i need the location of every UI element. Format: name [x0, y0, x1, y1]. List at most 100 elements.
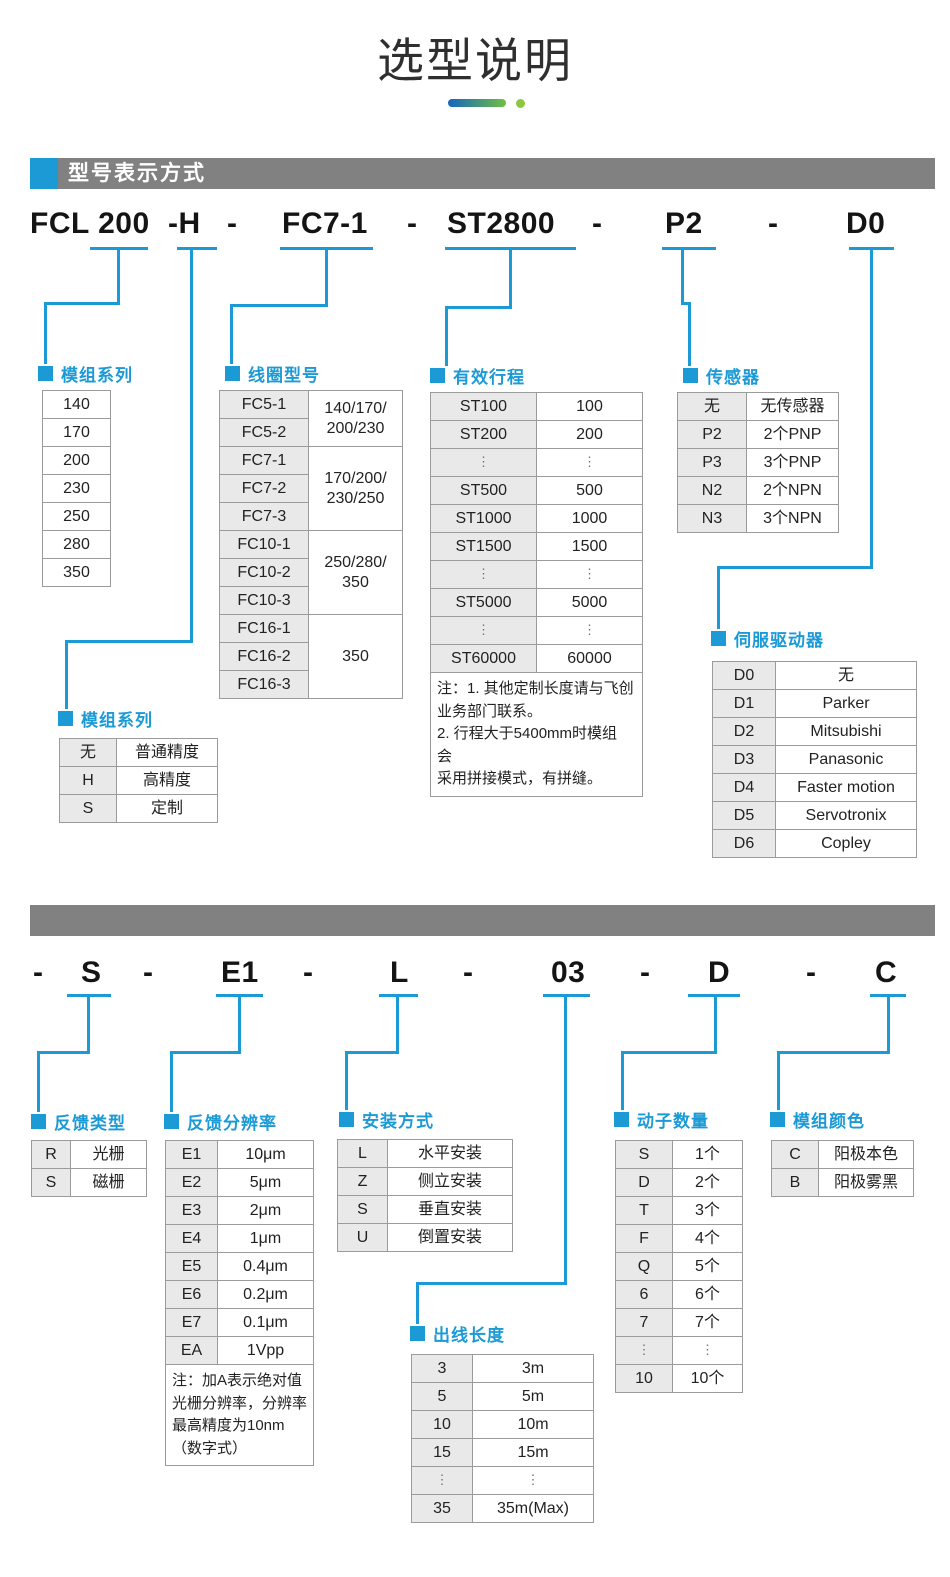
connector-line [714, 997, 717, 1054]
table-cell: B [771, 1168, 819, 1197]
table-cell: C [771, 1140, 819, 1169]
table-cell: ⋮ [536, 448, 643, 477]
table-cell: 0.2μm [217, 1280, 314, 1309]
table-cell: S [59, 794, 117, 823]
connector-line [190, 250, 193, 643]
connector-line [445, 306, 512, 309]
section-divider-bar [30, 905, 935, 936]
table-row: ⋮⋮ [430, 616, 643, 645]
table-cell: 2μm [217, 1196, 314, 1225]
connector-line [37, 1051, 90, 1054]
connector-line [65, 640, 193, 643]
table-cell: ⋮ [430, 560, 537, 589]
connector-line [681, 250, 684, 305]
table-cell: 光栅 [70, 1140, 147, 1169]
page-title: 选型说明 [377, 34, 573, 87]
table-cell: FC16-1 [219, 614, 309, 643]
bullet-square-icon [410, 1325, 425, 1341]
label-feedback-type: 反馈类型 [31, 1112, 126, 1133]
table-cell: 10μm [217, 1140, 314, 1169]
bullet-square-icon [339, 1111, 354, 1127]
model2-segment: E1 [221, 956, 259, 989]
model2-segment: D [708, 956, 731, 989]
table-cell: D5 [712, 801, 776, 830]
table-row: ⋮⋮ [615, 1336, 743, 1365]
table-cell: 250/280/ 350 [308, 530, 403, 615]
table-cell: H [59, 766, 117, 795]
table-cell: 140 [42, 390, 111, 419]
connector-line [396, 997, 399, 1054]
table-cell: 350 [42, 558, 111, 587]
table-cell: E5 [165, 1252, 218, 1281]
table-cell: 200 [536, 420, 643, 449]
bullet-square-icon [164, 1113, 179, 1129]
label-module-color: 模组颜色 [770, 1110, 865, 1131]
connector-line [621, 1051, 717, 1054]
table-row: 140 [42, 390, 111, 419]
table-row: 注：1. 其他定制长度请与飞创 业务部门联系。 2. 行程大于5400mm时模组… [430, 672, 643, 797]
underline [870, 994, 906, 997]
table-row: 280 [42, 530, 111, 559]
model2-segment: - [143, 956, 154, 989]
table-cell: EA [165, 1336, 218, 1365]
table-cell: E1 [165, 1140, 218, 1169]
table-cell: D3 [712, 745, 776, 774]
table-cell: ⋮ [430, 448, 537, 477]
table-cell: ST1500 [430, 532, 537, 561]
table-cell: E6 [165, 1280, 218, 1309]
bullet-square-icon [711, 630, 726, 646]
section-header-square-icon [30, 158, 58, 189]
table-cell: FC10-1 [219, 530, 309, 559]
table-cell: 35 [411, 1494, 473, 1523]
table-row: FC7-3 [219, 502, 403, 531]
model1-segment: ST2800 [447, 207, 556, 240]
connector-line [117, 250, 120, 304]
bullet-square-icon [614, 1111, 629, 1127]
table-cell: 5m [472, 1382, 594, 1411]
underline [662, 247, 716, 250]
connector-line [717, 566, 873, 569]
connector-line [44, 302, 120, 305]
table-cell: ⋮ [615, 1336, 673, 1365]
table-cell: 1个 [672, 1140, 743, 1169]
label-sensor: 传感器 [683, 366, 760, 387]
table-cell: S [615, 1140, 673, 1169]
model2-segment: - [640, 956, 651, 989]
table-cell: N2 [677, 476, 747, 505]
table-cell: 10m [472, 1410, 594, 1439]
table-cell: 230 [42, 474, 111, 503]
table-cell: 1000 [536, 504, 643, 533]
label-module-series-2: 模组系列 [58, 709, 153, 730]
label-cable-length: 出线长度 [410, 1324, 505, 1345]
table-cell: F [615, 1224, 673, 1253]
